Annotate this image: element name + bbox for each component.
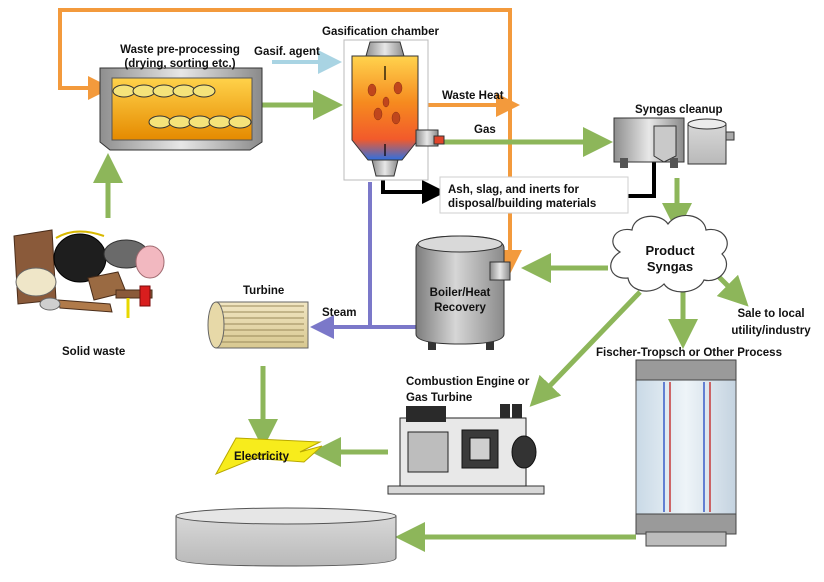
turbine-label: Turbine [243,285,285,297]
ash-label-box [439,176,629,214]
solid-waste-pile [13,229,165,318]
syngas-cleanup-unit [613,117,735,168]
syngas-to-engine-arrow [529,290,642,407]
gas-label: Gas [474,124,496,136]
storage-tank [175,507,397,567]
arrows [58,8,749,552]
preprocessing-unit [99,67,263,151]
conveyor-rollers-top [112,84,216,98]
steam-loop-line [368,182,416,329]
waste-heat-label: Waste Heat [442,90,504,102]
conveyor-rollers-bottom [148,115,252,129]
product-syngas-label-line2: Syngas [646,259,694,274]
gasification-chamber-label: Gasification chamber [322,26,439,38]
fischer-tropsch-reactor [635,359,737,547]
boiler-label-line2: Recovery [434,302,486,314]
sale-label-line1: Sale to local [737,308,805,320]
syngas-to-sale-arrow [716,274,749,307]
fischer-tropsch-label: Fischer-Tropsch or Other Process [596,347,782,359]
boiler-unit [415,235,511,350]
steam-label: Steam [322,307,357,319]
combustion-engine [387,404,545,495]
combustion-label-line1: Combustion Engine or [406,376,530,388]
syngas-cleanup-label: Syngas cleanup [635,104,723,116]
electricity-lightning-icon [214,437,323,475]
waste-preprocessing-subtitle: (drying, sorting etc.) [124,58,236,70]
steam-turbine [207,301,309,349]
sale-label-line2: utility/industry [731,325,811,337]
ash-label-line2: disposal/building materials [448,198,597,210]
product-syngas-cloud [610,214,728,293]
gasif-agent-label: Gasif. agent [254,46,320,58]
gasification-chamber [343,39,445,181]
ash-label-line1: Ash, slag, and inerts for [448,184,579,196]
waste-preprocessing-title: Waste pre-processing [120,44,240,56]
electricity-label: Electricity [234,451,289,463]
boiler-label-line1: Boiler/Heat [429,287,491,299]
combustion-label-line2: Gas Turbine [406,392,473,404]
solid-waste-label: Solid waste [62,346,126,358]
chamber-fuel-particles [367,81,403,125]
product-syngas-label-line1: Product [645,243,695,258]
